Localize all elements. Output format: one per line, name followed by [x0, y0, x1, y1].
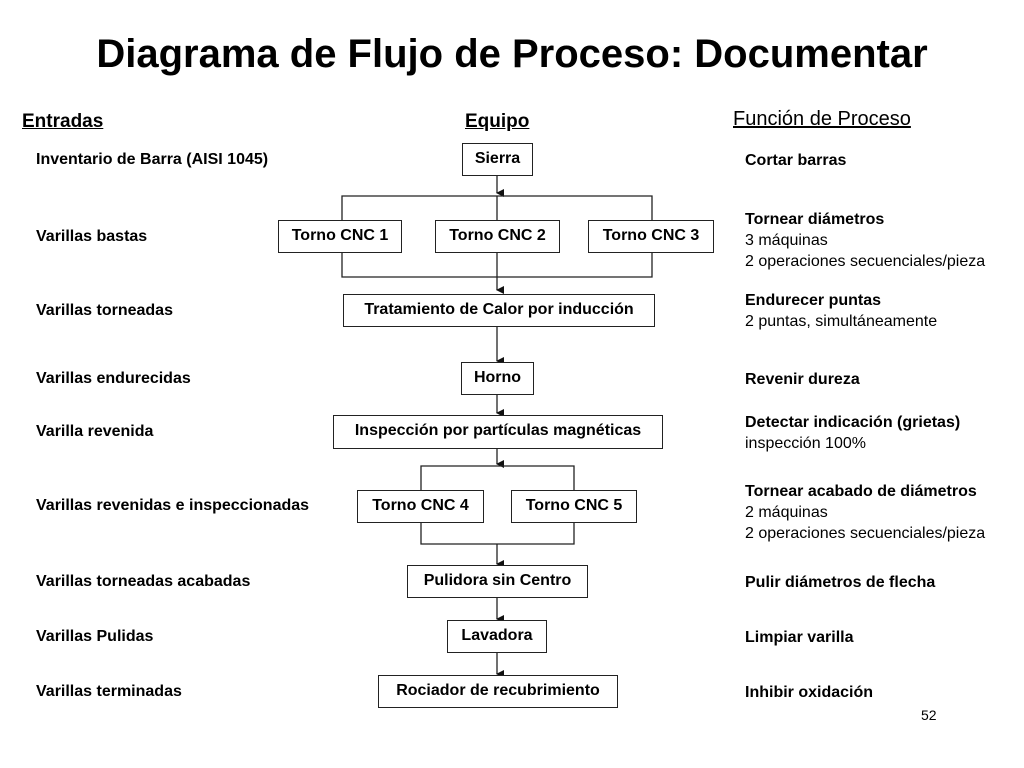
input-item: Inventario de Barra (AISI 1045)	[36, 151, 269, 168]
input-item: Varillas endurecidas	[36, 370, 191, 387]
function-item: Tornear acabado de diámetros 2 máquinas …	[745, 481, 985, 544]
function-line: inspección 100%	[745, 435, 866, 452]
function-line: Endurecer puntas	[745, 292, 882, 309]
equipment-box-lavadora: Lavadora	[447, 620, 547, 653]
input-item: Varillas torneadas acabadas	[36, 573, 251, 590]
equipment-box-rociador: Rociador de recubrimiento	[378, 675, 618, 708]
page-title: Diagrama de Flujo de Proceso: Documentar	[96, 32, 928, 76]
function-line: 2 máquinas	[745, 504, 828, 521]
equipment-box-tratamiento-calor: Tratamiento de Calor por inducción	[343, 294, 655, 327]
equipment-box-torno-cnc-1: Torno CNC 1	[278, 220, 402, 253]
input-item: Varillas torneadas	[36, 302, 173, 319]
function-item: Revenir dureza	[745, 369, 860, 390]
inputs-header: Entradas	[22, 111, 104, 132]
function-line: 2 operaciones secuenciales/pieza	[745, 525, 986, 542]
function-header: Función de Proceso	[733, 108, 911, 130]
input-item: Varillas Pulidas	[36, 628, 154, 645]
equipment-box-pulidora: Pulidora sin Centro	[407, 565, 588, 598]
function-line: 3 máquinas	[745, 232, 828, 249]
equipment-box-sierra: Sierra	[462, 143, 533, 176]
input-item: Varilla revenida	[36, 423, 154, 440]
function-line: Tornear diámetros	[745, 211, 885, 228]
function-item: Tornear diámetros 3 máquinas 2 operacion…	[745, 209, 985, 272]
equipment-box-horno: Horno	[461, 362, 534, 395]
function-line: Cortar barras	[745, 152, 847, 169]
equipment-box-torno-cnc-4: Torno CNC 4	[357, 490, 484, 523]
function-item: Cortar barras	[745, 150, 846, 171]
input-item: Varillas terminadas	[36, 683, 182, 700]
function-line: Limpiar varilla	[745, 629, 854, 646]
function-line: Detectar indicación (grietas)	[745, 414, 961, 431]
function-item: Inhibir oxidación	[745, 682, 873, 703]
function-item: Endurecer puntas 2 puntas, simultáneamen…	[745, 290, 937, 332]
function-line: Pulir diámetros de flecha	[745, 574, 936, 591]
function-line: 2 operaciones secuenciales/pieza	[745, 253, 986, 270]
function-item: Pulir diámetros de flecha	[745, 572, 935, 593]
function-item: Detectar indicación (grietas) inspección…	[745, 412, 960, 454]
equipment-box-torno-cnc-5: Torno CNC 5	[511, 490, 637, 523]
equipment-box-torno-cnc-2: Torno CNC 2	[435, 220, 560, 253]
input-item: Varillas revenidas e inspeccionadas	[36, 497, 310, 514]
function-line: Revenir dureza	[745, 371, 860, 388]
equipment-box-torno-cnc-3: Torno CNC 3	[588, 220, 714, 253]
function-line: Inhibir oxidación	[745, 684, 874, 701]
input-item: Varillas bastas	[36, 228, 148, 245]
function-line: 2 puntas, simultáneamente	[745, 313, 938, 330]
equipment-box-inspeccion: Inspección por partículas magnéticas	[333, 415, 663, 449]
function-line: Tornear acabado de diámetros	[745, 483, 977, 500]
page-number: 52	[921, 707, 937, 723]
function-item: Limpiar varilla	[745, 627, 854, 648]
equipment-header: Equipo	[465, 111, 530, 132]
